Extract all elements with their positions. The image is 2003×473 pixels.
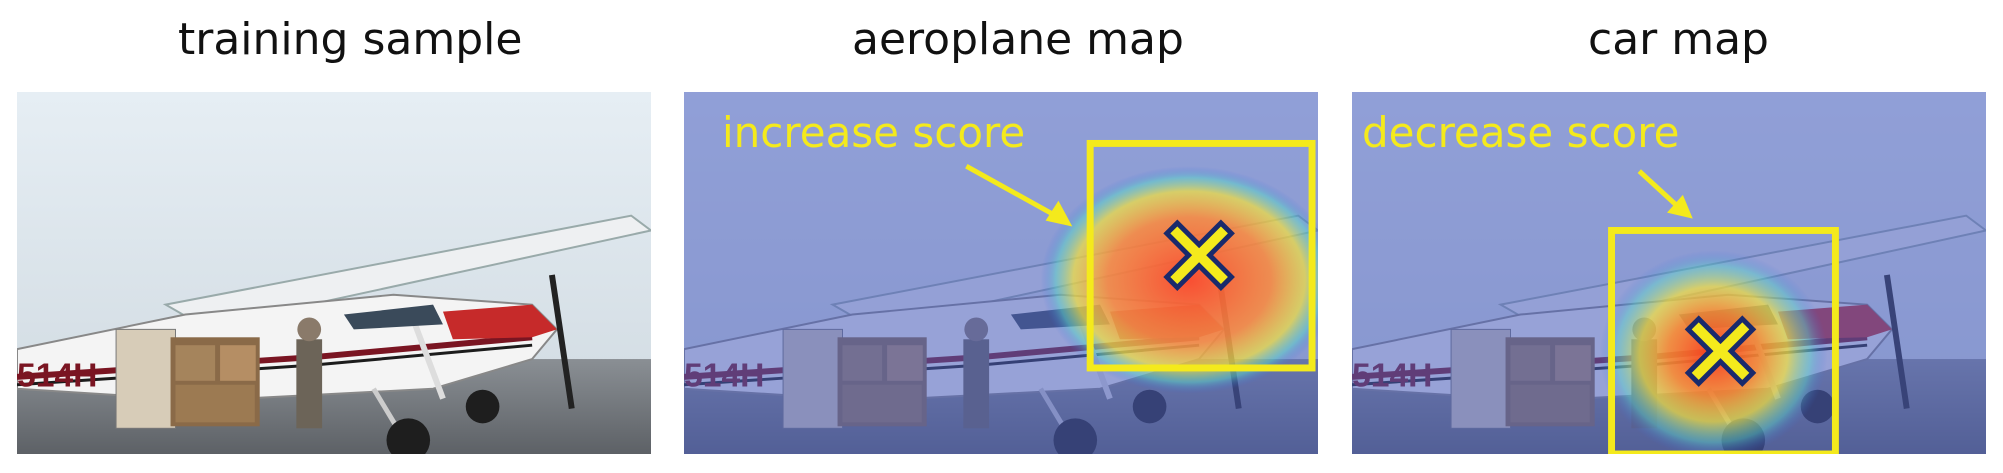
- training-sample-image: 514H: [17, 92, 651, 454]
- increase-score-label: increase score: [722, 108, 1026, 157]
- car-map-image: 514H: [1352, 92, 1986, 454]
- panel-title-training: training sample: [178, 14, 523, 65]
- arrow-icon: [1637, 169, 1679, 208]
- bounding-box: [1608, 227, 1839, 454]
- bounding-box: [1086, 139, 1316, 372]
- aeroplane-map-image: 514H: [684, 92, 1318, 454]
- panel-title-car: car map: [1588, 14, 1769, 65]
- arrow-icon: [965, 164, 1057, 218]
- panel-title-aeroplane: aeroplane map: [852, 14, 1184, 65]
- plane-registration: 514H: [17, 358, 98, 395]
- decrease-score-label: decrease score: [1362, 108, 1680, 157]
